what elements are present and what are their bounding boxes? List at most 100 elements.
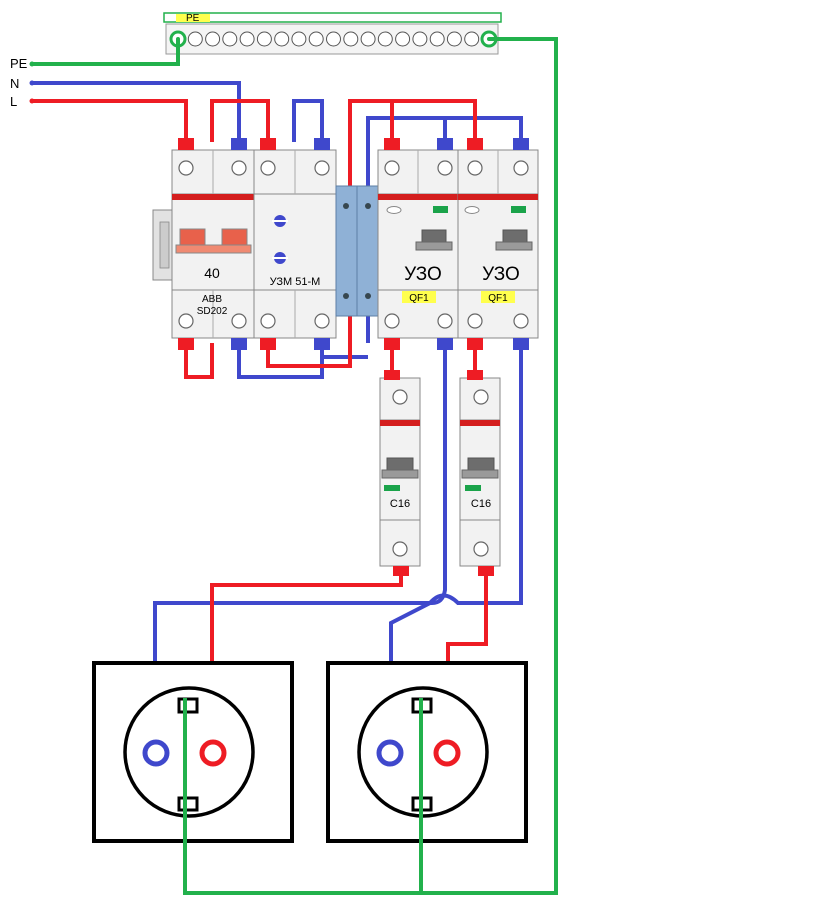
pe-terminal — [412, 31, 428, 47]
neutral-wire-relay-top — [292, 99, 324, 142]
relay-lower-knob-icon — [272, 252, 288, 264]
breaker-left-indicator — [384, 485, 400, 491]
pe-terminal — [222, 31, 238, 47]
outlet-left — [92, 661, 294, 843]
rcd-right: УЗО QF1 — [457, 149, 539, 339]
terminal-clamp — [513, 338, 529, 350]
main-breaker-brand: ABB — [202, 294, 222, 305]
device-terminals — [178, 138, 529, 576]
pe-terminal — [360, 31, 376, 47]
terminal-clamp — [437, 138, 453, 150]
terminal-clamp — [260, 138, 276, 150]
input-label-n: N — [10, 76, 19, 91]
voltage-relay-label: УЗМ 51-М — [270, 276, 321, 288]
phase-wire-top-jumper — [210, 99, 270, 142]
terminal-screw — [513, 160, 529, 176]
rcd-left-lever — [421, 229, 447, 243]
input-labels: PE N L — [10, 56, 35, 109]
terminal-clamp — [437, 338, 453, 350]
terminal-screw — [473, 541, 489, 557]
neutral-wire-input — [32, 81, 241, 142]
pe-bus-bar: PE — [163, 12, 502, 55]
terminal-clamp — [314, 338, 330, 350]
pe-bus-label: PE — [186, 13, 200, 24]
voltage-relay: УЗМ 51-М — [253, 149, 337, 339]
terminal-clamp — [467, 138, 483, 150]
terminal-clamp — [260, 338, 276, 350]
pe-terminal — [343, 31, 359, 47]
terminal-screw — [467, 160, 483, 176]
terminal-clamp — [384, 370, 400, 380]
comb-busbar — [335, 185, 379, 317]
rcd-left-tag-highlight — [402, 291, 436, 303]
terminal-clamp — [384, 138, 400, 150]
outlet-right — [326, 661, 528, 843]
relay-upper-knob-icon — [272, 215, 288, 227]
main-breaker-model: SD202 — [197, 306, 228, 317]
terminal-clamp — [314, 138, 330, 150]
neutral-wire-right-outlet — [389, 343, 523, 753]
main-breaker: 40 ABB SD202 — [152, 149, 255, 339]
neutral-wire-bottom-jumper — [237, 343, 324, 379]
pe-terminal — [377, 31, 393, 47]
pe-terminal — [274, 31, 290, 47]
terminal-screw — [231, 160, 247, 176]
pe-terminal — [291, 31, 307, 47]
breaker-left-rating: C16 — [390, 498, 410, 510]
outlet-right-phase-pin — [433, 739, 461, 767]
phase-wire-input — [32, 99, 188, 142]
pe-terminal — [308, 31, 324, 47]
rcd-left: УЗО QF1 — [377, 149, 459, 339]
pe-terminal — [464, 31, 480, 47]
terminal-screw — [437, 313, 453, 329]
rcd-right-title: УЗО — [482, 264, 520, 285]
breaker-right-indicator — [465, 485, 481, 491]
pe-bus-label-highlight — [176, 14, 210, 22]
outlet-left-ground-bottom — [177, 796, 199, 812]
neutral-wires — [32, 81, 523, 753]
terminal-screw — [437, 160, 453, 176]
ground-wire-outlet-overlay — [183, 698, 423, 893]
pe-terminal — [446, 31, 462, 47]
pe-terminal — [187, 31, 203, 47]
terminal-screw — [384, 313, 400, 329]
outlet-left-ground-top — [177, 697, 199, 714]
ground-wire-input — [32, 39, 180, 66]
terminal-screw — [473, 389, 489, 405]
outlet-left-phase-pin — [199, 739, 227, 767]
terminal-screw — [260, 160, 276, 176]
terminal-screw — [314, 160, 330, 176]
input-label-l: L — [10, 94, 17, 109]
breaker-right: C16 — [459, 377, 501, 567]
breaker-left-lever — [386, 457, 414, 471]
terminal-screw — [178, 313, 194, 329]
terminal-clamp — [478, 566, 494, 576]
rcd-left-tag: QF1 — [409, 293, 429, 304]
main-breaker-rating: 40 — [204, 265, 220, 281]
rcd-left-indicator — [433, 206, 448, 213]
terminal-screw — [314, 313, 330, 329]
terminal-clamp — [384, 338, 400, 350]
pe-terminal — [429, 31, 445, 47]
terminal-clamp — [467, 338, 483, 350]
pe-terminal-row — [169, 30, 498, 48]
terminal-clamp — [393, 566, 409, 576]
terminal-clamp — [467, 370, 483, 380]
terminal-screw — [467, 313, 483, 329]
input-label-pe: PE — [10, 56, 28, 71]
terminal-clamp — [231, 338, 247, 350]
pe-terminal — [326, 31, 341, 47]
terminal-screw — [260, 313, 276, 329]
terminal-screw — [513, 313, 529, 329]
rcd-right-lever — [502, 229, 528, 243]
terminal-screw — [178, 160, 194, 176]
pe-terminal — [205, 31, 221, 47]
terminal-clamp — [513, 138, 529, 150]
rcd-left-title: УЗО — [404, 264, 442, 285]
terminal-clamp — [178, 338, 194, 350]
pe-terminal — [256, 31, 272, 47]
phase-wire-bottom-jumper — [184, 343, 214, 379]
outlet-left-neutral-pin — [142, 739, 170, 767]
breaker-right-rating: C16 — [471, 498, 491, 510]
